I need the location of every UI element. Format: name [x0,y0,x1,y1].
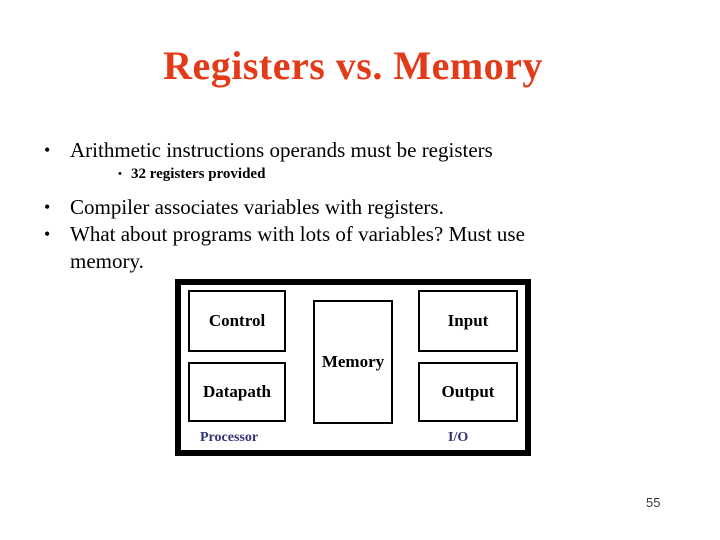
bullet-item: • What about programs with lots of varia… [44,221,576,275]
bullet-text: Arithmetic instructions operands must be… [70,138,493,162]
output-box: Output [418,362,518,422]
memory-box: Memory [313,300,393,424]
bullet-icon: • [44,197,51,217]
processor-label: Processor [200,430,259,445]
bullet-icon: • [44,224,51,244]
bullet-text: What about programs with lots of variabl… [70,222,525,273]
input-box: Input [418,290,518,352]
page-number: 55 [646,495,661,510]
sub-bullet-text: 32 registers provided [131,166,266,182]
sub-bullet-item: • 32 registers provided [118,166,538,183]
bullet-item: • Compiler associates variables with reg… [44,194,576,221]
datapath-box: Datapath [188,362,286,422]
bullet-text: Compiler associates variables with regis… [70,195,444,219]
computer-organization-diagram: Control Datapath Memory Input Output Pro… [175,279,531,456]
bullet-item: • Arithmetic instructions operands must … [44,137,576,164]
page-title: Registers vs. Memory [163,43,543,88]
control-box: Control [188,290,286,352]
io-label: I/O [448,430,469,445]
bullet-icon: • [44,140,51,160]
bullet-icon: • [118,168,122,180]
